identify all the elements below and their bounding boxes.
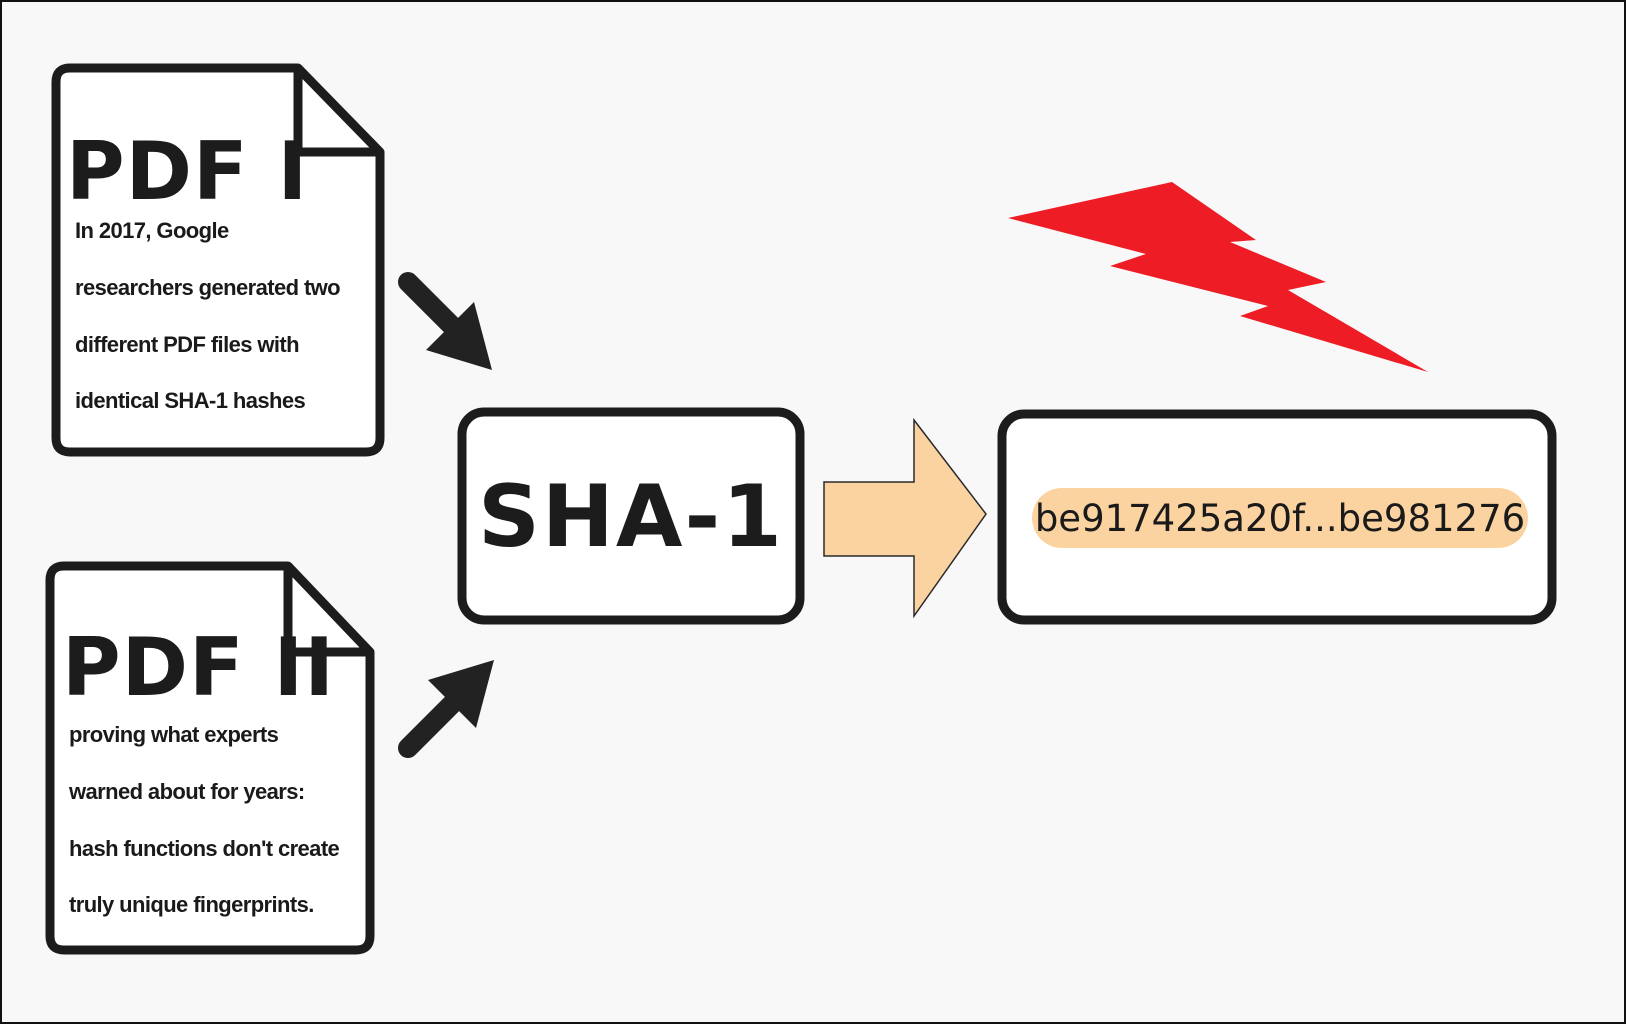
page-fold-icon (283, 566, 370, 657)
document-text-line: warned about for years: (69, 779, 305, 804)
arrow-down-right-icon (398, 272, 492, 370)
arrow-up-right-icon (398, 660, 494, 758)
document-title: PDF II (62, 621, 336, 714)
hash-function-label: SHA-1 (477, 467, 784, 567)
document-title: PDF I (66, 125, 309, 218)
arrow-right-icon (823, 417, 987, 619)
document-text-line: hash functions don't create (69, 836, 340, 861)
document-text-line: identical SHA-1 hashes (75, 388, 306, 413)
document-icon (45, 561, 375, 955)
document-text-line: researchers generated two (75, 275, 341, 300)
hash-output-value: be917425a20f...be981276 (1032, 488, 1528, 548)
lightning-bolt-icon (1008, 182, 1428, 372)
sha1-box (457, 407, 805, 625)
document-text-line: In 2017, Google (75, 218, 229, 243)
document-icon (51, 63, 385, 457)
page-fold-icon (293, 68, 380, 157)
document-text-line: truly unique fingerprints. (69, 892, 314, 917)
document-text-line: proving what experts (69, 722, 279, 747)
document-text-line: different PDF files with (75, 332, 300, 357)
